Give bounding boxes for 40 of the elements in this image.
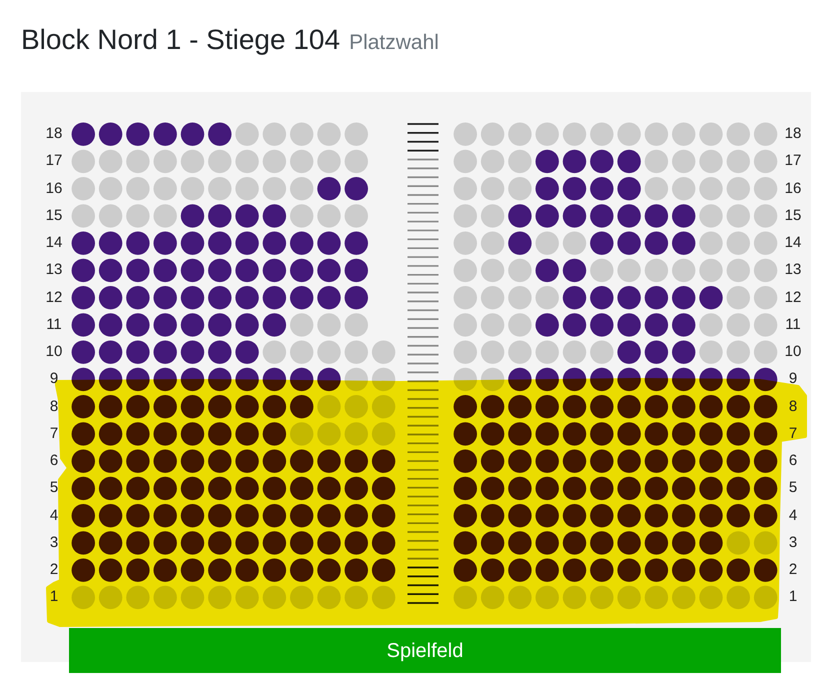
row-number: 14 xyxy=(44,235,64,252)
row-number: 13 xyxy=(44,262,64,278)
row-number: 2 xyxy=(788,562,798,578)
pitch-bar xyxy=(69,628,781,673)
row-number: 10 xyxy=(784,344,802,360)
row-number: 18 xyxy=(784,126,802,142)
pitch-label: Spielfeld xyxy=(386,638,464,662)
row-number: 11 xyxy=(45,316,63,333)
row-number: 12 xyxy=(784,290,802,306)
row-number: 3 xyxy=(788,534,798,551)
row-number: 17 xyxy=(44,153,64,170)
row-number: 5 xyxy=(48,480,60,496)
row-number: 8 xyxy=(48,398,60,415)
row-number: 18 xyxy=(44,126,64,142)
row-number: 13 xyxy=(784,262,802,278)
row-number: 7 xyxy=(48,426,60,442)
row-number: 10 xyxy=(44,344,64,360)
page-subtitle: Platzwahl xyxy=(349,30,439,56)
row-number: 16 xyxy=(44,180,64,197)
row-number: 15 xyxy=(44,208,64,224)
row-number: 2 xyxy=(48,562,60,578)
row-number: 16 xyxy=(784,180,802,197)
row-number: 17 xyxy=(784,153,802,170)
row-number: 6 xyxy=(48,453,60,470)
row-number: 6 xyxy=(788,453,798,470)
row-number: 3 xyxy=(48,534,60,551)
row-number: 1 xyxy=(788,589,798,606)
row-number: 12 xyxy=(44,290,64,306)
row-number: 4 xyxy=(788,508,798,524)
row-number: 11 xyxy=(784,316,802,333)
row-number: 7 xyxy=(788,426,798,442)
row-number: 9 xyxy=(788,371,798,388)
row-number: 14 xyxy=(784,235,802,252)
row-number: 4 xyxy=(48,508,60,524)
row-number: 1 xyxy=(48,589,60,606)
row-number: 15 xyxy=(784,208,802,224)
page-title: Block Nord 1 - Stiege 104 xyxy=(21,23,340,57)
row-number: 5 xyxy=(788,480,798,496)
row-number: 8 xyxy=(788,398,798,415)
row-number: 9 xyxy=(48,371,60,388)
